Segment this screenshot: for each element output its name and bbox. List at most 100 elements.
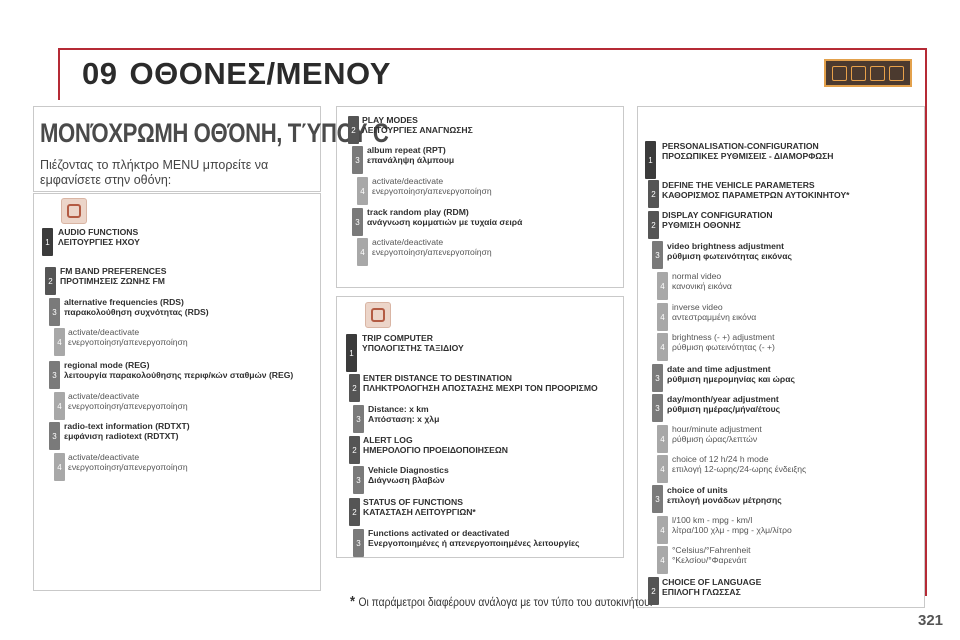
settings-icon: [870, 65, 885, 81]
intro-panel: [33, 106, 321, 192]
level-tab: 4: [657, 516, 668, 544]
footnote: *Οι παράμετροι διαφέρουν ανάλογα με τον …: [350, 593, 653, 610]
entry-line-2: Διάγνωση βλαβών: [368, 475, 445, 485]
level-tab: 3: [352, 146, 363, 174]
entry-line-2: ΚΑΤΑΣΤΑΣΗ ΛΕΙΤΟΥΡΓΙΩΝ*: [363, 507, 476, 517]
entry-line-2: παρακολούθηση συχνότητας (RDS): [64, 307, 209, 317]
entry-line-2: εμφάνιση radiotext (RDTXT): [64, 431, 179, 441]
trip-computer-panel: [336, 296, 624, 558]
entry-line-2: Απόσταση: x χλμ: [368, 414, 440, 424]
entry-line-2: λειτουργία παρακολούθησης περιφ/κών σταθ…: [64, 370, 294, 380]
level-tab: 3: [652, 241, 663, 269]
entry-line-2: ενεργοποίηση/απενεργοποίηση: [372, 247, 492, 257]
level-tab: 4: [54, 392, 65, 420]
level-tab: 4: [657, 303, 668, 331]
page-number: 321: [918, 612, 944, 629]
level-tab: 4: [357, 238, 368, 266]
level-tab: 2: [648, 211, 659, 239]
entry-line-1: Vehicle Diagnostics: [368, 465, 449, 475]
chapter-icon-strip: [824, 59, 912, 87]
level-tab: 4: [657, 333, 668, 361]
chapter-title: ΟΘΟΝΕΣ/ΜΕΝΟΥ: [129, 56, 391, 91]
audio-menu-icon: [61, 198, 87, 224]
entry-line-2: ΡΥΘΜΙΣΗ ΟΘΟΝΗΣ: [662, 220, 741, 230]
header-rule: [58, 48, 926, 50]
level-tab: 1: [346, 334, 357, 372]
entry-line-1: AUDIO FUNCTIONS: [58, 227, 139, 237]
entry-line-1: Functions activated or deactivated: [368, 528, 510, 538]
frame-right: [925, 48, 927, 596]
level-tab: 4: [657, 272, 668, 300]
level-tab: 3: [652, 364, 663, 392]
entry-line-2: κανονική εικόνα: [672, 281, 732, 291]
header-bar-left: [58, 48, 60, 100]
entry-line-2: ΠΛΗΚΤΡΟΛΟΓΗΣΗ ΑΠΟΣΤΑΣΗΣ ΜΕΧΡΙ ΤΟΝ ΠΡΟΟΡΙ…: [363, 383, 598, 393]
level-tab: 3: [49, 361, 60, 389]
level-tab: 3: [652, 485, 663, 513]
level-tab: 1: [42, 228, 53, 256]
entry-line-2: ενεργοποίηση/απενεργοποίηση: [68, 337, 188, 347]
level-tab: 3: [652, 394, 663, 422]
audio-menu-panel: [33, 193, 321, 591]
entry-line-2: ενεργοποίηση/απενεργοποίηση: [68, 462, 188, 472]
level-tab: 2: [349, 374, 360, 402]
menu-entry: radio-text information (RDTXT)εμφάνιση r…: [64, 421, 190, 441]
level-tab: 3: [353, 405, 364, 433]
entry-line-1: DEFINE THE VEHICLE PARAMETERS: [662, 180, 815, 190]
level-tab: 2: [45, 267, 56, 295]
entry-line-2: Ενεργοποιημένες ή απενεργοποιημένες λειτ…: [368, 538, 580, 548]
entry-line-2: ρύθμιση ώρας/λεπτών: [672, 434, 758, 444]
entry-line-2: επιλογή 12-ωρης/24-ωρης ένδειξης: [672, 464, 807, 474]
level-tab: 1: [645, 141, 656, 179]
entry-line-2: ΗΜΕΡΟΛΟΓΙΟ ΠΡΟΕΙΔΟΠΟΙΗΣΕΩΝ: [363, 445, 508, 455]
entry-line-2: ΕΠΙΛΟΓΗ ΓΛΩΣΣΑΣ: [662, 587, 741, 597]
entry-line-2: ΠΡΟΤΙΜΗΣΕΙΣ ΖΩΝΗΣ FM: [60, 276, 165, 286]
level-tab: 4: [54, 453, 65, 481]
entry-line-1: Distance: x km: [368, 404, 429, 414]
entry-line-2: ρύθμιση φωτεινότητας εικόνας: [667, 251, 792, 261]
entry-line-2: ΠΡΟΣΩΠΙΚΕΣ ΡΥΘΜΙΣΕΙΣ - ΔΙΑΜΟΡΦΩΣΗ: [662, 151, 834, 161]
entry-line-1: STATUS OF FUNCTIONS: [363, 497, 463, 507]
entry-line-1: activate/deactivate: [372, 237, 444, 247]
entry-line-1: ALERT LOG: [363, 435, 413, 445]
entry-line-1: TRIP COMPUTER: [362, 333, 433, 343]
entry-line-1: normal video: [672, 271, 722, 281]
entry-line-1: choice of 12 h/24 h mode: [672, 454, 769, 464]
level-tab: 2: [349, 498, 360, 526]
entry-line-1: regional mode (REG): [64, 360, 150, 370]
entry-line-1: hour/minute adjustment: [672, 424, 762, 434]
entry-line-2: ρύθμιση ημέρας/μήνα/έτους: [667, 404, 781, 414]
level-tab: 3: [353, 529, 364, 557]
entry-line-1: activate/deactivate: [68, 391, 140, 401]
level-tab: 4: [357, 177, 368, 205]
entry-line-2: ρύθμιση ημερομηνίας και ώρας: [667, 374, 795, 384]
entry-line-1: FM BAND PREFERENCES: [60, 266, 167, 276]
level-tab: 2: [348, 116, 359, 144]
entry-line-2: ΥΠΟΛΟΓΙΣΤΗΣ ΤΑΞΙΔΙΟΥ: [362, 343, 464, 353]
entry-line-1: °Celsius/°Fahrenheit: [672, 545, 751, 555]
entry-line-1: PLAY MODES: [362, 115, 418, 125]
entry-line-1: radio-text information (RDTXT): [64, 421, 190, 431]
entry-line-2: ενεργοποίηση/απενεργοποίηση: [68, 401, 188, 411]
page-title: ΜΟΝΌΧΡΩΜΗ ΟΘΌΝΗ, ΤΎΠΟΥ C: [40, 118, 389, 148]
menu-entry: album repeat (RPT)επανάληψη άλμπουμ: [367, 145, 454, 165]
